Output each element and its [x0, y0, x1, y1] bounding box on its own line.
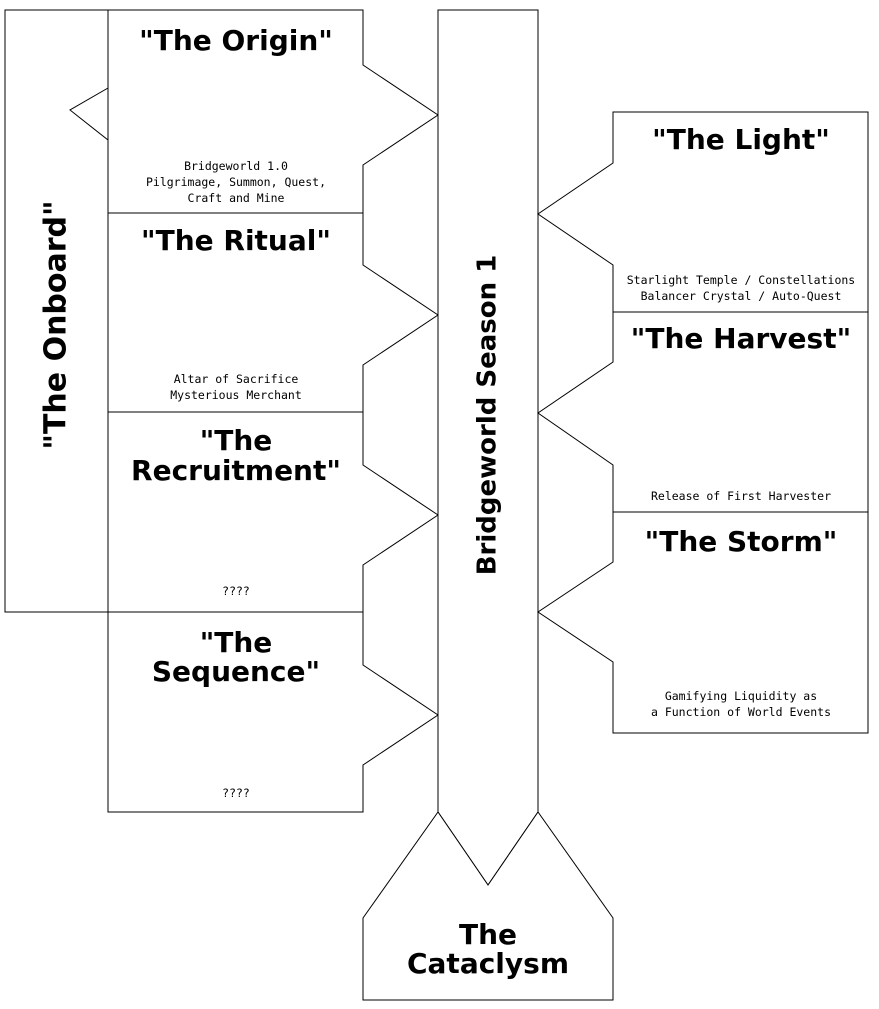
phase-box-storm: "The Storm" Gamifying Liquidity as a Fun…	[537, 511, 869, 734]
phase-detail: Starlight Temple / Constellations	[627, 273, 855, 287]
phase-title: "The Harvest"	[631, 322, 851, 355]
phase-detail: Mysterious Merchant	[170, 388, 302, 402]
phase-box-ritual: "The Ritual" Altar of Sacrifice Mysterio…	[107, 212, 439, 413]
phase-title: Sequence"	[152, 655, 320, 688]
phase-detail: a Function of World Events	[651, 705, 831, 719]
phase-title: "The Origin"	[139, 24, 333, 57]
cataclysm-title: The	[459, 918, 517, 951]
season-label: Bridgeworld Season 1	[473, 255, 503, 576]
cataclysm-box: The Cataclysm	[362, 811, 614, 1001]
onboard-label: "The Onboard"	[39, 200, 74, 449]
phase-detail: Craft and Mine	[188, 191, 285, 205]
phase-title: "The	[200, 424, 273, 457]
cataclysm-title: Cataclysm	[407, 947, 569, 980]
phase-title: Recruitment"	[131, 454, 341, 487]
phase-detail: Altar of Sacrifice	[174, 372, 299, 386]
phase-detail: Pilgrimage, Summon, Quest,	[146, 175, 326, 189]
phase-detail: ????	[222, 786, 250, 800]
phase-title: "The	[200, 626, 273, 659]
phase-detail: Balancer Crystal / Auto-Quest	[641, 289, 842, 303]
phase-detail: Release of First Harvester	[651, 489, 831, 503]
phase-box-harvest: "The Harvest" Release of First Harvester	[537, 311, 869, 513]
phase-box-sequence: "The Sequence" ????	[107, 611, 439, 813]
phase-box-recruitment: "The Recruitment" ????	[107, 411, 439, 613]
phase-box-origin: "The Origin" Bridgeworld 1.0 Pilgrimage,…	[107, 9, 439, 214]
phase-detail: Gamifying Liquidity as	[665, 689, 817, 703]
phase-title: "The Storm"	[645, 525, 838, 558]
phase-title: "The Ritual"	[141, 224, 331, 257]
phase-box-light: "The Light" Starlight Temple / Constella…	[537, 111, 869, 313]
phase-detail: ????	[222, 584, 250, 598]
phase-detail: Bridgeworld 1.0	[184, 159, 288, 173]
phase-title: "The Light"	[652, 123, 830, 156]
